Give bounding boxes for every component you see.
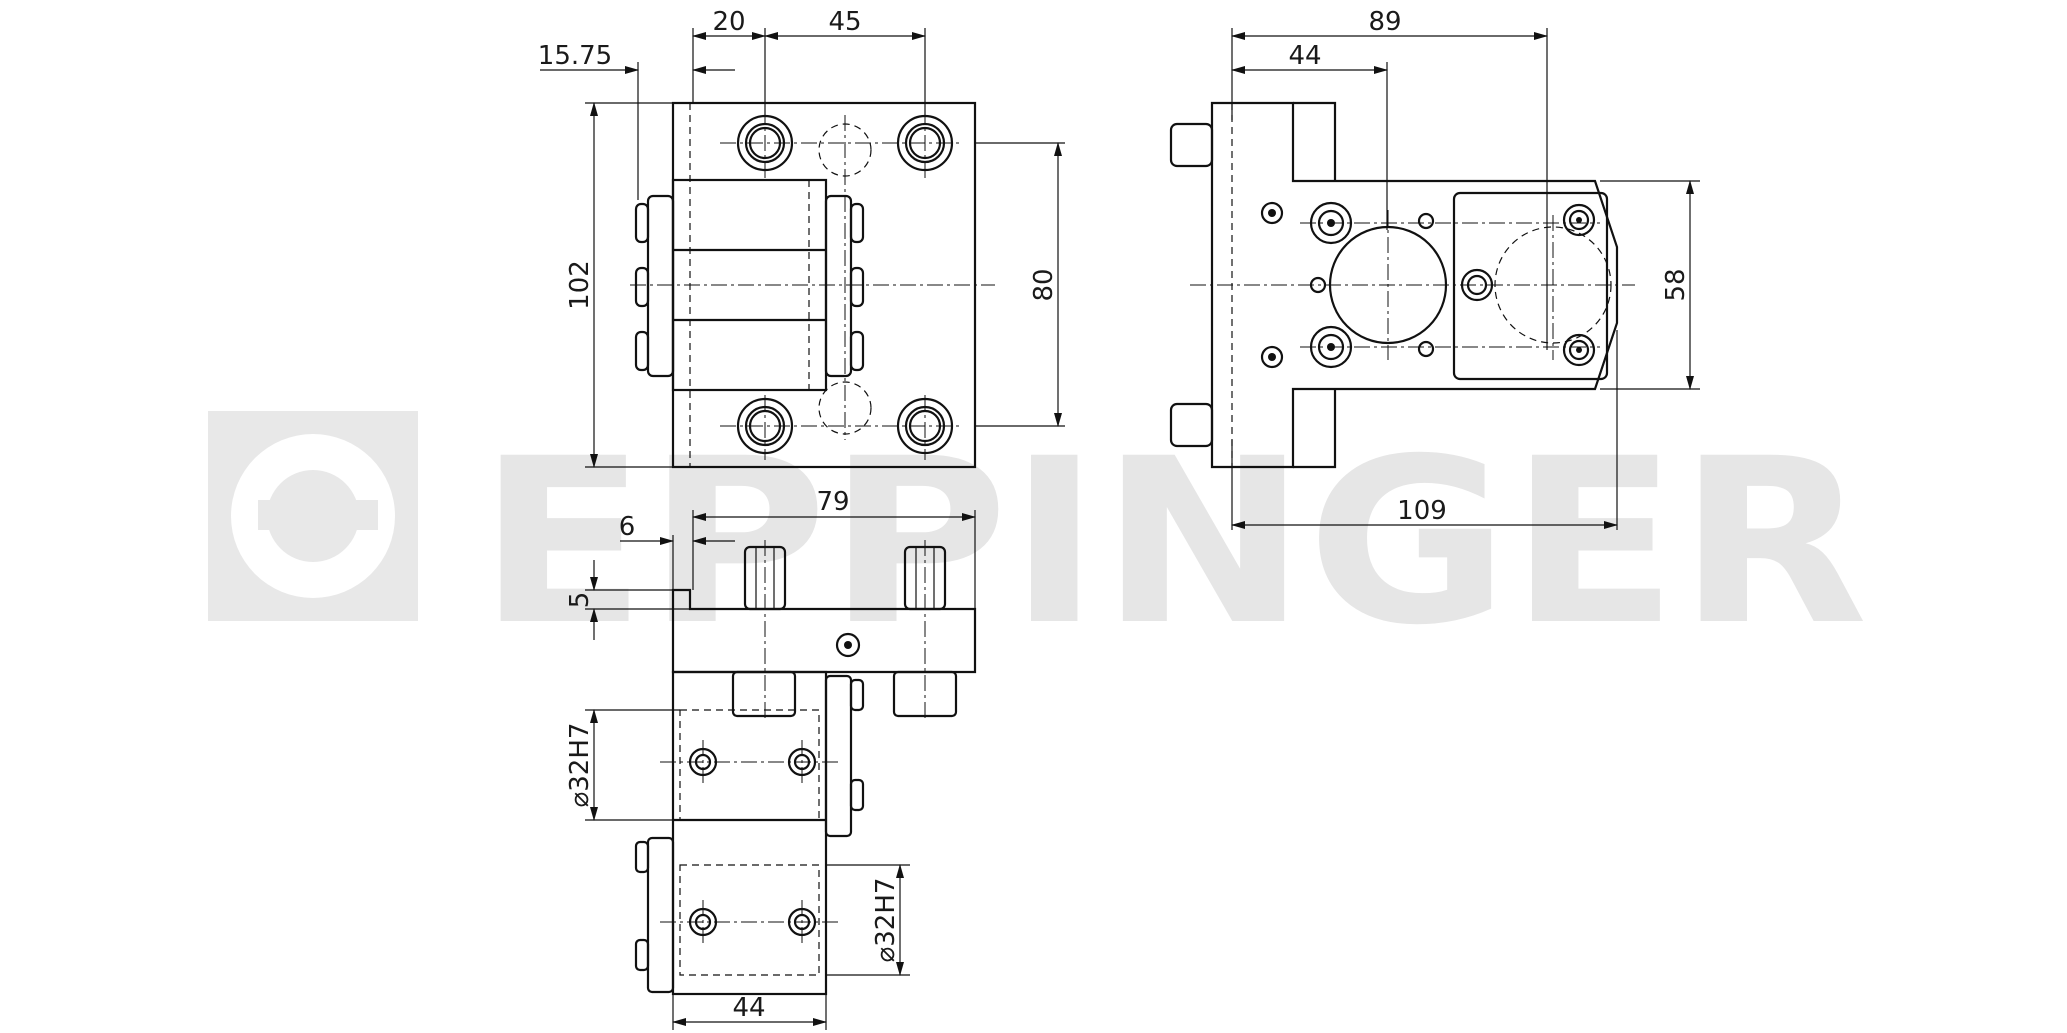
side-view: 89 44 58 109 — [1169, 7, 1700, 530]
side-view-screw-5 — [1562, 333, 1596, 367]
top-view-right-clamp — [824, 194, 853, 378]
bottom-view-screw-top — [835, 632, 861, 658]
dim-58: 58 — [1661, 268, 1691, 301]
dim-89: 89 — [1368, 7, 1401, 37]
bottom-view-holder — [671, 670, 828, 996]
watermark-text: EPPINGER — [478, 409, 1868, 675]
eppinger-logo-icon — [208, 411, 418, 621]
dim-102: 102 — [565, 260, 595, 310]
top-view: 20 45 15.75 102 80 — [538, 7, 1065, 469]
dim-44-side: 44 — [1288, 41, 1321, 71]
side-view-screw-4 — [1562, 203, 1596, 237]
bottom-view-left-clamp — [646, 836, 675, 994]
dim-45: 45 — [828, 7, 861, 37]
side-view-body — [1210, 101, 1619, 469]
dim-20: 20 — [712, 7, 745, 37]
dim-32h7-upper: ⌀32H7 — [565, 723, 595, 808]
dim-109: 109 — [1397, 496, 1447, 526]
side-view-pin-1 — [1260, 201, 1284, 225]
bottom-view-right-clamp — [824, 674, 853, 838]
dim-6: 6 — [619, 512, 636, 542]
eppinger-watermark: EPPINGER — [208, 409, 1868, 675]
dim-79: 79 — [816, 487, 849, 517]
dim-5: 5 — [565, 592, 595, 609]
dim-44-bottom: 44 — [732, 993, 765, 1023]
top-view-left-clamp — [646, 194, 675, 378]
side-view-pin-2 — [1260, 345, 1284, 369]
dim-80: 80 — [1029, 268, 1059, 301]
bottom-view: 79 6 5 ⌀32H7 ⌀32H7 44 — [565, 487, 977, 1030]
side-view-pocket — [1452, 191, 1609, 381]
dim-15-75: 15.75 — [538, 41, 612, 71]
dim-32h7-lower: ⌀32H7 — [871, 878, 901, 963]
